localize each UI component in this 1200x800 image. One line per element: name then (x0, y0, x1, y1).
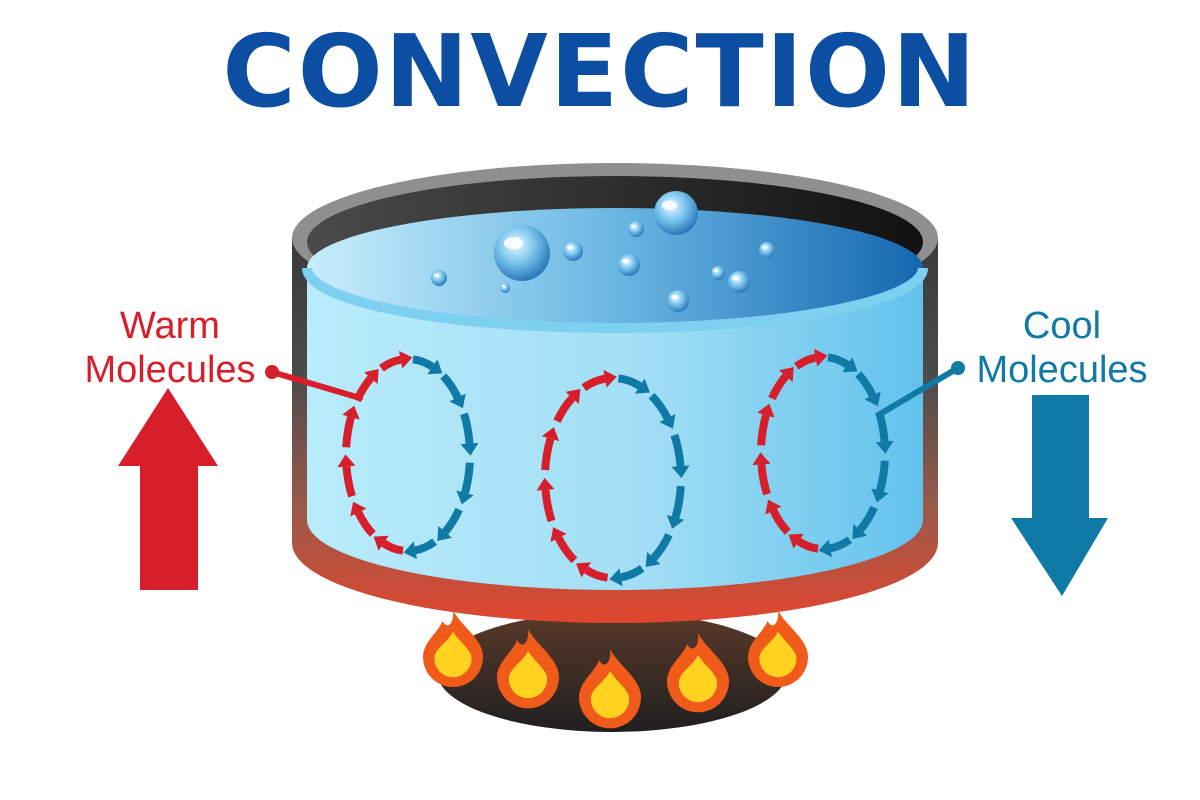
water-surface-edge (302, 267, 928, 333)
circulation-arrow-icon (456, 462, 474, 505)
warm-label-line1: Warm (120, 305, 220, 347)
bubble-icon (431, 270, 447, 286)
cool-leader-line (877, 361, 965, 417)
bubble-icon (628, 221, 644, 237)
circulation-arrow-icon (871, 460, 889, 503)
bubble-icon (563, 241, 583, 261)
bubble-icon (667, 290, 689, 312)
circulation-arrow-icon (403, 538, 437, 560)
water-surface (307, 208, 923, 328)
flame-icon (423, 610, 483, 687)
convection-loops (337, 348, 894, 587)
circulation-arrow-icon (373, 535, 404, 555)
water (302, 208, 928, 590)
circulation-arrow-icon (648, 392, 676, 429)
cool-label-line1: Cool (1022, 305, 1102, 347)
bubble-icon (759, 242, 775, 258)
circulation-arrow-icon (440, 373, 466, 409)
circulation-arrow-icon (609, 564, 645, 587)
circulation-arrow-icon (337, 454, 356, 498)
circulation-arrow-icon (460, 412, 479, 456)
bubble-icon (494, 225, 550, 281)
circulation-arrow-icon (553, 389, 581, 424)
circulation-arrow-icon (765, 499, 791, 535)
circulation-arrow-icon (788, 533, 819, 553)
bubble-icon (728, 271, 750, 293)
circulation-arrow-icon (818, 536, 852, 558)
circulation-arrow-icon (353, 369, 379, 403)
circulation-arrow-icon (617, 374, 650, 394)
circulation-arrow-icon (645, 532, 673, 567)
circulation-arrow-icon (670, 433, 690, 479)
flame-icon (579, 649, 641, 729)
circulation-arrow-icon (827, 353, 858, 373)
circulation-arrow-icon (412, 355, 443, 375)
circulation-arrow-icon (550, 527, 578, 564)
circulation-arrow-icon (581, 369, 617, 392)
bubble-icon (654, 191, 698, 235)
flame-icon (667, 633, 729, 713)
circulation-arrow-icon (794, 348, 828, 370)
circulation-arrow-icon (576, 562, 609, 582)
circulation-arrow-icon (757, 403, 775, 446)
bubble-icon (618, 254, 640, 276)
circulation-arrow-icon (437, 507, 463, 541)
circulation-arrow-icon (342, 405, 360, 448)
page-title: CONVECTION (222, 13, 978, 130)
bubble-icon (711, 266, 725, 280)
circulation-arrow-icon (852, 505, 878, 539)
warm-leader-line (265, 365, 363, 401)
flame-icon (497, 629, 559, 709)
warm-label-line2: Molecules (84, 349, 256, 391)
circulation-arrow-icon (666, 485, 685, 529)
circulation-arrow-icon (541, 427, 560, 471)
bubble-icon (500, 283, 510, 293)
flame-icon (748, 610, 808, 687)
circulation-arrow-icon (536, 477, 556, 523)
circulation-arrow-icon (350, 501, 376, 537)
bubbles-group (431, 191, 775, 312)
cool-label-line2: Molecules (976, 349, 1148, 391)
up-arrow-icon (118, 388, 218, 590)
circulation-arrow-icon (752, 452, 771, 496)
flames-group (423, 610, 808, 729)
circulation-arrow-icon (768, 367, 794, 401)
cool-molecules-label: Cool Molecules (962, 304, 1162, 392)
circulation-arrow-icon (855, 371, 881, 407)
down-arrow-icon (1011, 395, 1108, 596)
circulation-arrow-icon (379, 350, 413, 372)
warm-molecules-label: Warm Molecules (70, 304, 270, 392)
